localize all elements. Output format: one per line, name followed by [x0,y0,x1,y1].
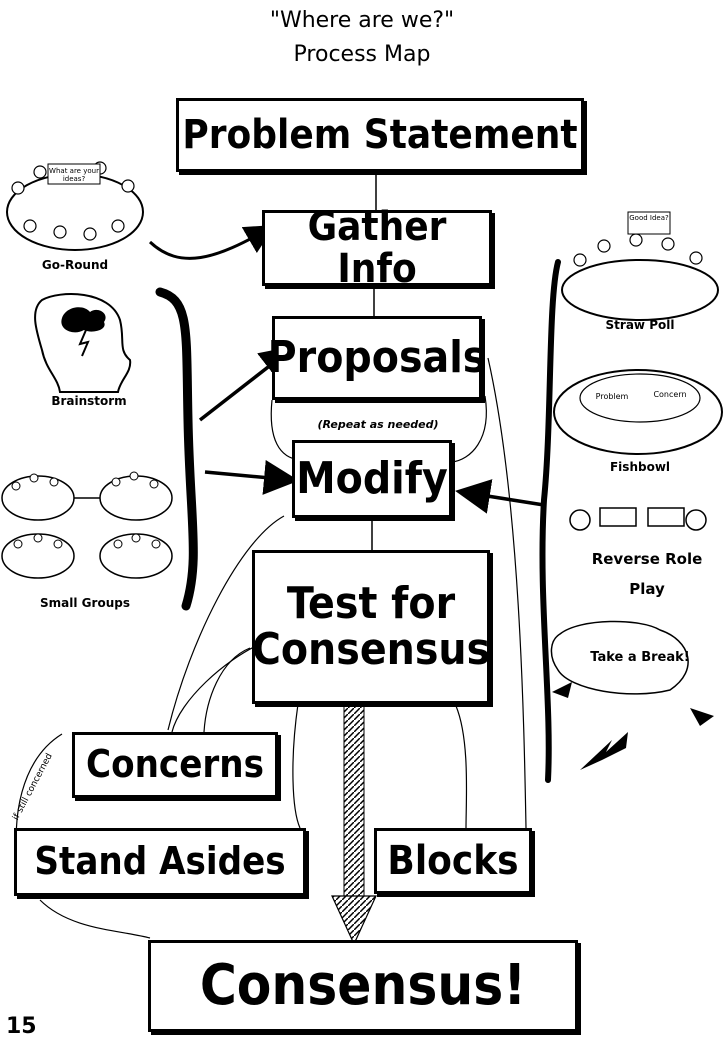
repeat-note: (Repeat as needed) [317,418,439,431]
reverse-role-play-label: Play [629,580,665,598]
fishbowl-problem-tag: Problem [595,392,629,401]
gather-info-box: Gather Info [262,206,492,290]
loop-right [451,395,487,463]
brainstorm-head-icon [34,293,132,393]
straw-poll-bubble: Good Idea? [629,214,669,222]
fishbowl-label: Fishbowl [609,460,671,474]
problem-statement-box: Problem Statement [176,98,584,172]
small-groups-label: Small Groups [40,596,130,610]
proposals-box: Proposals [268,316,486,400]
fishbowl-concern-tag: Concern [653,390,687,399]
break-arrow-icon [580,732,628,770]
blocks-label: Blocks [387,838,519,884]
straw-poll-label: Straw Poll [605,318,675,332]
modify-box: Modify [292,440,452,518]
page-number: 15 [6,1014,37,1039]
right-brace [539,259,561,783]
test-for-consensus-box: Test for Consensus [252,550,490,704]
diagram-title: "Where are we?" [269,8,455,33]
proposals-label: Proposals [267,331,487,383]
modify-label: Modify [296,452,448,504]
arrow-goround-gather [148,224,276,260]
go-round-label: Go-Round [41,258,109,272]
blocks-box: Blocks [374,828,532,894]
test-for-label: Test for [286,577,456,629]
stand-asides-label: Stand Asides [34,839,286,884]
arrow-left-modify [204,460,299,495]
storm-cloud-icon [61,307,106,333]
consensus-test-label: Consensus [251,624,491,675]
arrow-to-consensus [331,895,377,946]
take-break-icon [550,620,689,695]
reverse-role-play-icon [569,507,707,531]
take-break-label: Take a Break! [590,650,690,665]
straw-poll-icon [561,259,719,321]
gather-info-label: Gather Info [307,204,447,292]
go-round-bubble: What are your ideas? [49,167,99,183]
reverse-role-label: Reverse Role [591,550,703,568]
left-brace [155,287,198,611]
consensus-label: Consensus! [199,952,527,1018]
stand-asides-box: Stand Asides [14,828,306,896]
arrow-right-modify [455,479,545,514]
brainstorm-label: Brainstorm [51,394,127,408]
fishbowl-icon [553,369,723,455]
concerns-box: Concerns [72,732,278,798]
concerns-label: Concerns [86,742,264,787]
problem-statement-label: Problem Statement [182,112,578,158]
diagram-subtitle: Process Map [293,42,431,67]
consensus-box: Consensus! [148,940,578,1032]
